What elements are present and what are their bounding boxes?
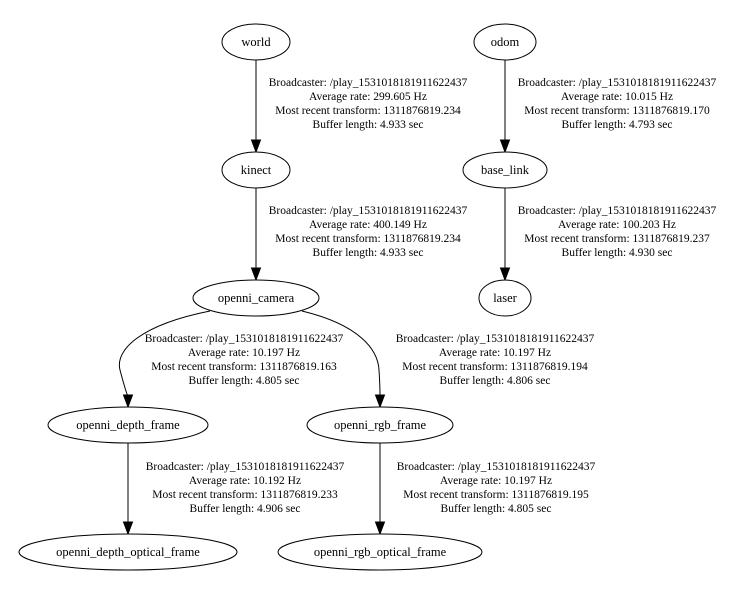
node-base-link[interactable]: base_link (462, 151, 548, 189)
edge-label-line: Average rate: 10.192 Hz (189, 475, 301, 487)
edge-label-line: Broadcaster: /play_1531018181911622437 (146, 461, 345, 473)
edge-label-line: Most recent transform: 1311876819.234 (275, 105, 461, 117)
edge-label-line: Buffer length: 4.933 sec (313, 247, 424, 259)
node-label: laser (493, 291, 517, 305)
edge-label-line: Most recent transform: 1311876819.170 (524, 105, 710, 117)
node-label: openni_depth_frame (76, 418, 180, 432)
edge-label-line: Broadcaster: /play_1531018181911622437 (397, 461, 596, 473)
node-openni-rgb-frame[interactable]: openni_rgb_frame (306, 406, 454, 444)
edge-label-line: Most recent transform: 1311876819.233 (152, 489, 338, 501)
edge-label-line: Broadcaster: /play_1531018181911622437 (269, 205, 468, 217)
node-openni-depth-frame[interactable]: openni_depth_frame (47, 406, 209, 444)
edge-label-line: Most recent transform: 1311876819.195 (403, 489, 589, 501)
node-ellipse[interactable] (221, 23, 291, 61)
node-ellipse[interactable] (192, 279, 320, 317)
edge-label-line: Buffer length: 4.933 sec (313, 119, 424, 131)
node-ellipse[interactable] (306, 406, 454, 444)
edge-label-line: Buffer length: 4.805 sec (441, 503, 552, 515)
edge-label-line: Broadcaster: /play_1531018181911622437 (145, 333, 344, 345)
node-ellipse[interactable] (473, 23, 537, 61)
node-label: openni_rgb_frame (334, 418, 427, 432)
node-ellipse[interactable] (277, 533, 483, 571)
edge-label-line: Most recent transform: 1311876819.194 (402, 361, 588, 373)
edge-label-line: Broadcaster: /play_1531018181911622437 (518, 205, 717, 217)
edge-label-line: Most recent transform: 1311876819.234 (275, 233, 461, 245)
node-world[interactable]: world (221, 23, 291, 61)
arrowhead-icon (250, 267, 262, 282)
node-label: kinect (241, 163, 272, 177)
node-ellipse[interactable] (478, 279, 532, 317)
edge-label-line: Average rate: 400.149 Hz (309, 219, 427, 231)
node-ellipse[interactable] (18, 533, 238, 571)
edge-label-line: Average rate: 299.605 Hz (309, 91, 427, 103)
arrowhead-icon (374, 394, 386, 409)
node-kinect[interactable]: kinect (221, 151, 291, 189)
edge-label-line: Broadcaster: /play_1531018181911622437 (518, 77, 717, 89)
node-label: odom (491, 35, 520, 49)
node-label: world (241, 35, 271, 49)
edge-label-line: Buffer length: 4.906 sec (190, 503, 301, 515)
arrowhead-icon (499, 139, 511, 154)
arrowhead-icon (499, 267, 511, 282)
edge-line (301, 310, 381, 397)
edge-label-line: Buffer length: 4.793 sec (562, 119, 673, 131)
node-odom[interactable]: odom (473, 23, 537, 61)
node-ellipse[interactable] (47, 406, 209, 444)
edge-label-line: Broadcaster: /play_1531018181911622437 (396, 333, 595, 345)
edge-label-line: Broadcaster: /play_1531018181911622437 (269, 77, 468, 89)
edge-label-line: Most recent transform: 1311876819.237 (524, 233, 710, 245)
edge-label-line: Buffer length: 4.930 sec (562, 247, 673, 259)
edge-label-line: Most recent transform: 1311876819.163 (151, 361, 337, 373)
edge-label-line: Average rate: 100.203 Hz (558, 219, 676, 231)
arrowhead-icon (122, 394, 134, 409)
edge-label-line: Buffer length: 4.805 sec (189, 375, 300, 387)
node-label: openni_camera (218, 291, 295, 305)
edge-label-line: Average rate: 10.197 Hz (439, 347, 551, 359)
node-ellipse[interactable] (221, 151, 291, 189)
node-openni-depth-optical-frame[interactable]: openni_depth_optical_frame (18, 533, 238, 571)
arrowhead-icon (122, 521, 134, 536)
arrowhead-icon (374, 521, 386, 536)
node-label: openni_rgb_optical_frame (314, 545, 447, 559)
arrowhead-icon (250, 139, 262, 154)
node-laser[interactable]: laser (478, 279, 532, 317)
node-ellipse[interactable] (462, 151, 548, 189)
node-label: base_link (481, 163, 530, 177)
node-openni-rgb-optical-frame[interactable]: openni_rgb_optical_frame (277, 533, 483, 571)
edge-label-line: Buffer length: 4.806 sec (440, 375, 551, 387)
edge-label-line: Average rate: 10.197 Hz (188, 347, 300, 359)
edge-label-line: Average rate: 10.015 Hz (561, 91, 673, 103)
node-openni-camera[interactable]: openni_camera (192, 279, 320, 317)
edge-line (118, 310, 211, 397)
edge-label-line: Average rate: 10.197 Hz (440, 475, 552, 487)
node-label: openni_depth_optical_frame (56, 545, 200, 559)
